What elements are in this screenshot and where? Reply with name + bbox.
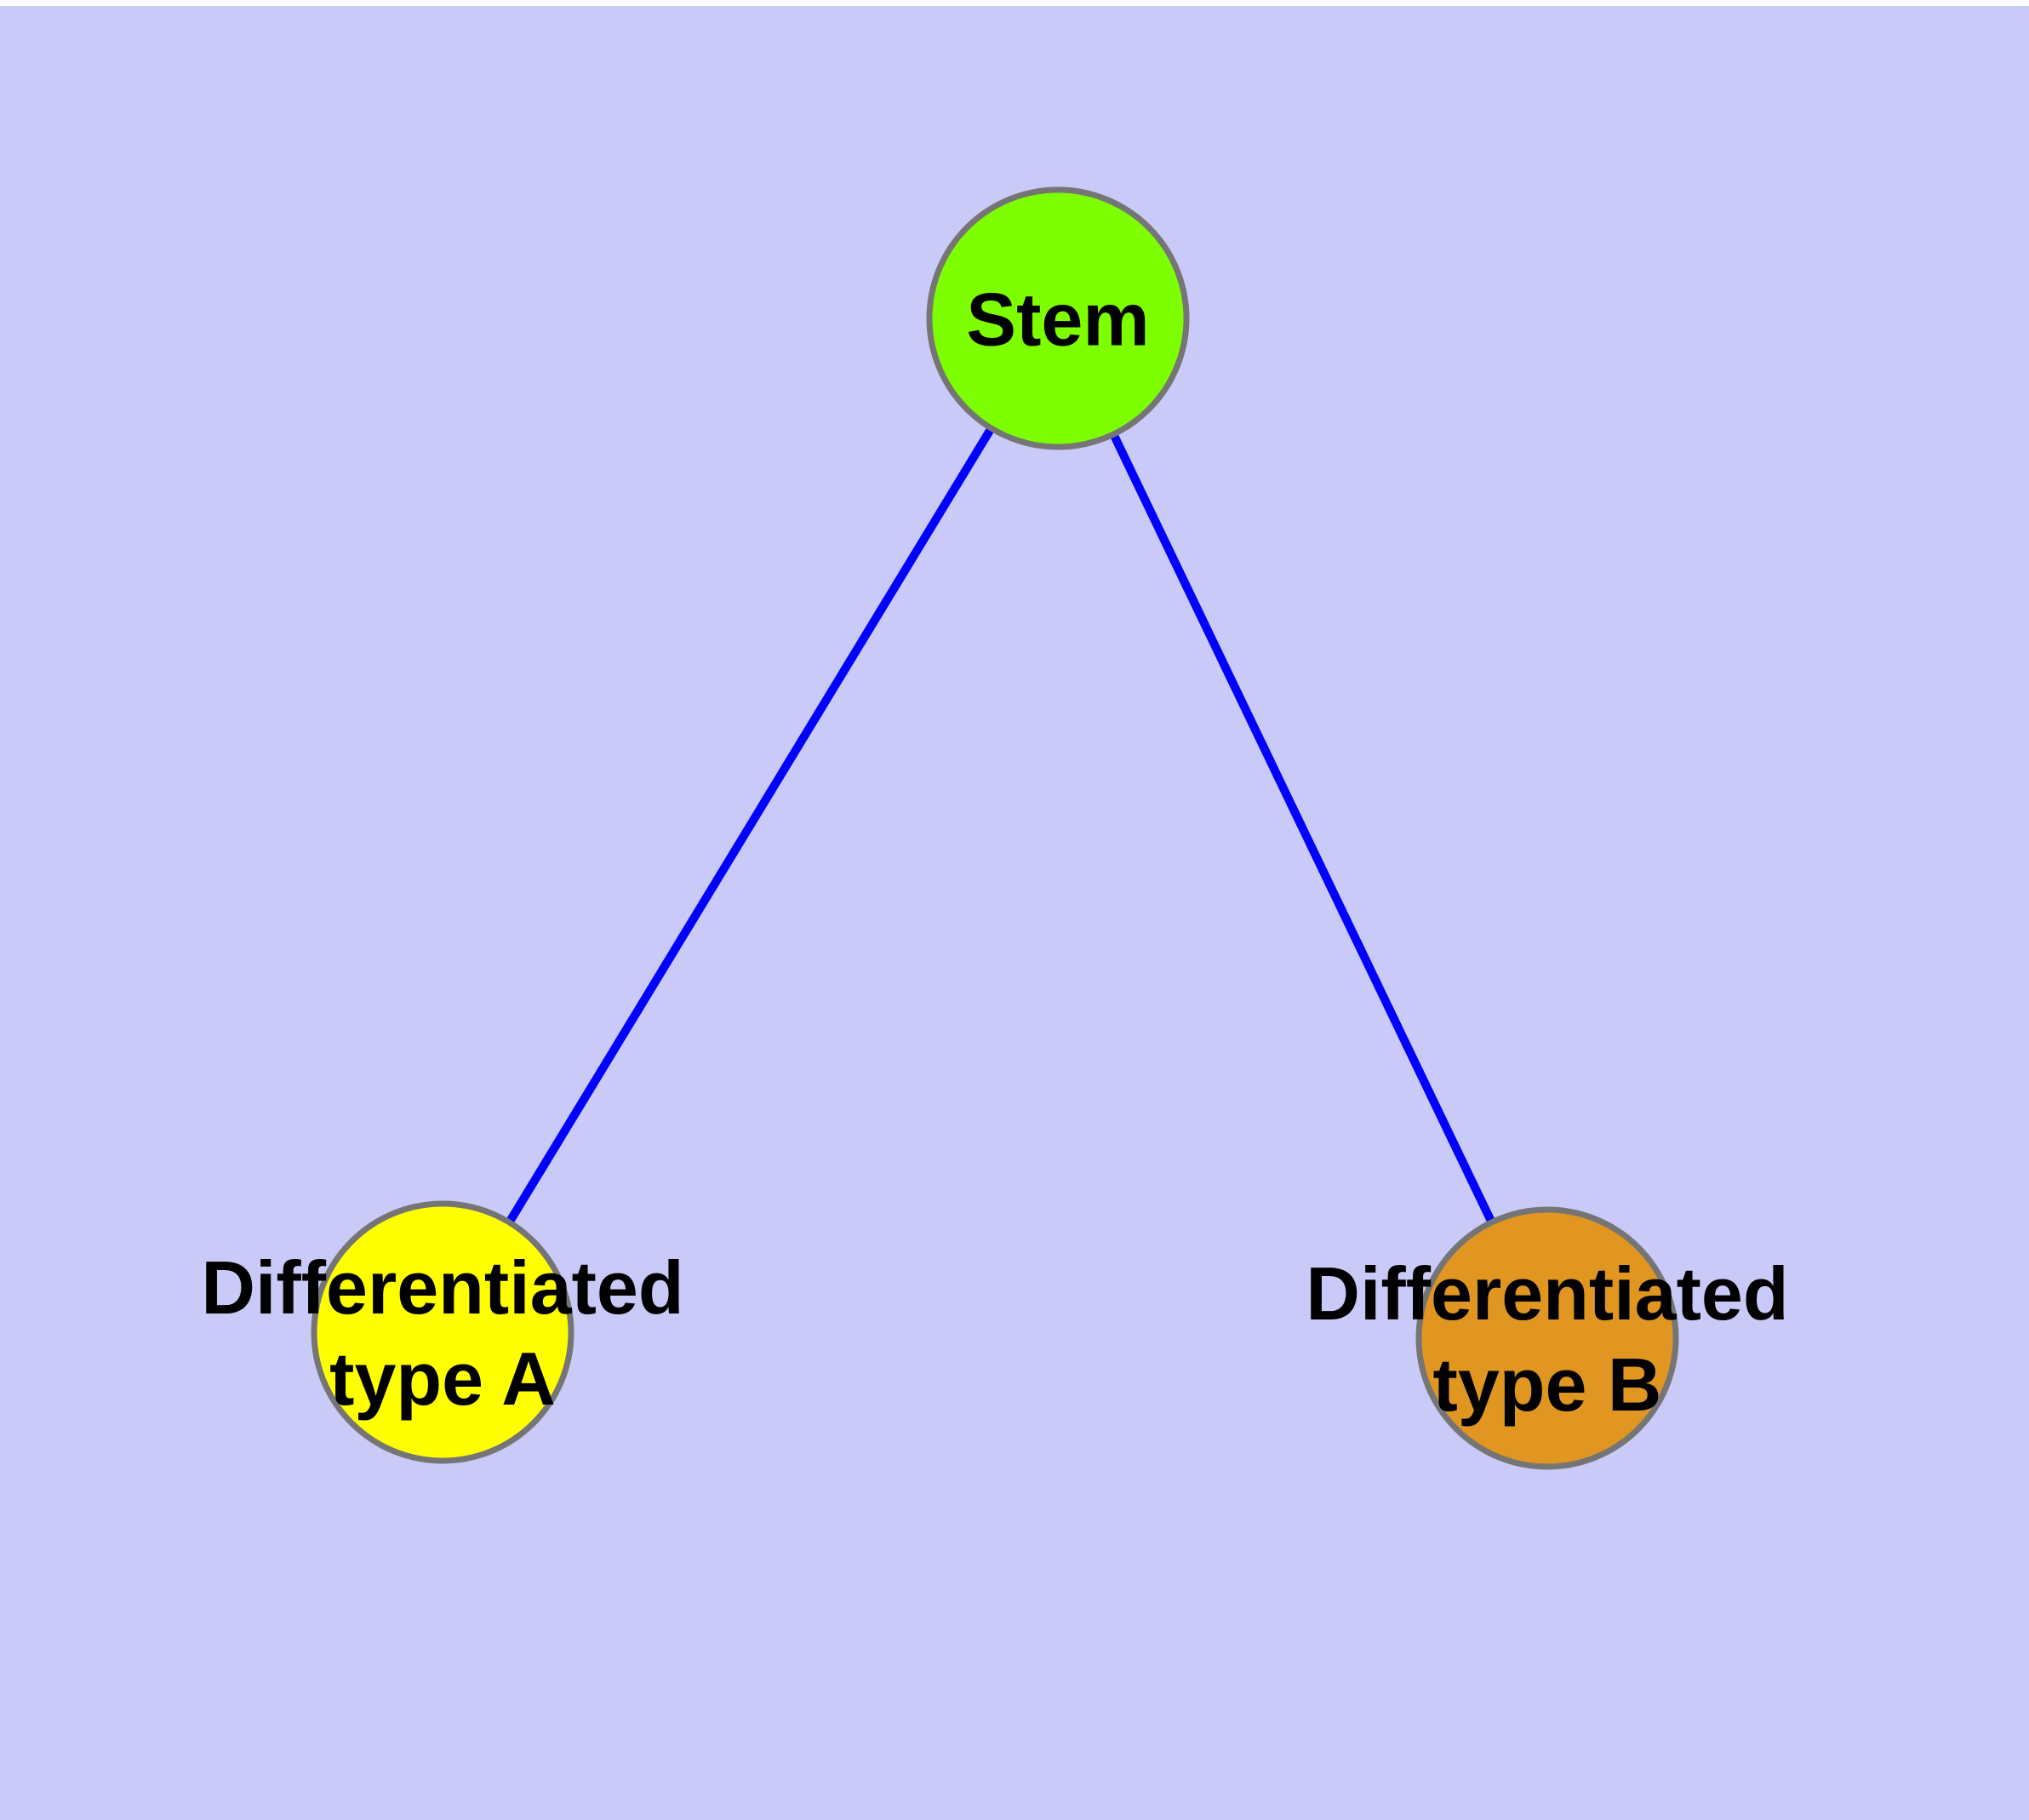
top-border-strip — [0, 0, 2029, 6]
edges-layer — [438, 316, 1552, 1341]
node-stem: Stem — [926, 186, 1190, 450]
node-label-stem: Stem — [966, 278, 1149, 362]
edge-stem-to-differentiated-type-a — [438, 316, 1062, 1335]
node-circle-differentiated-type-b — [1415, 1206, 1679, 1470]
node-circle-differentiated-type-a — [311, 1200, 574, 1464]
edge-stem-to-differentiated-type-b — [1054, 316, 1552, 1341]
node-circle-stem — [926, 186, 1190, 450]
